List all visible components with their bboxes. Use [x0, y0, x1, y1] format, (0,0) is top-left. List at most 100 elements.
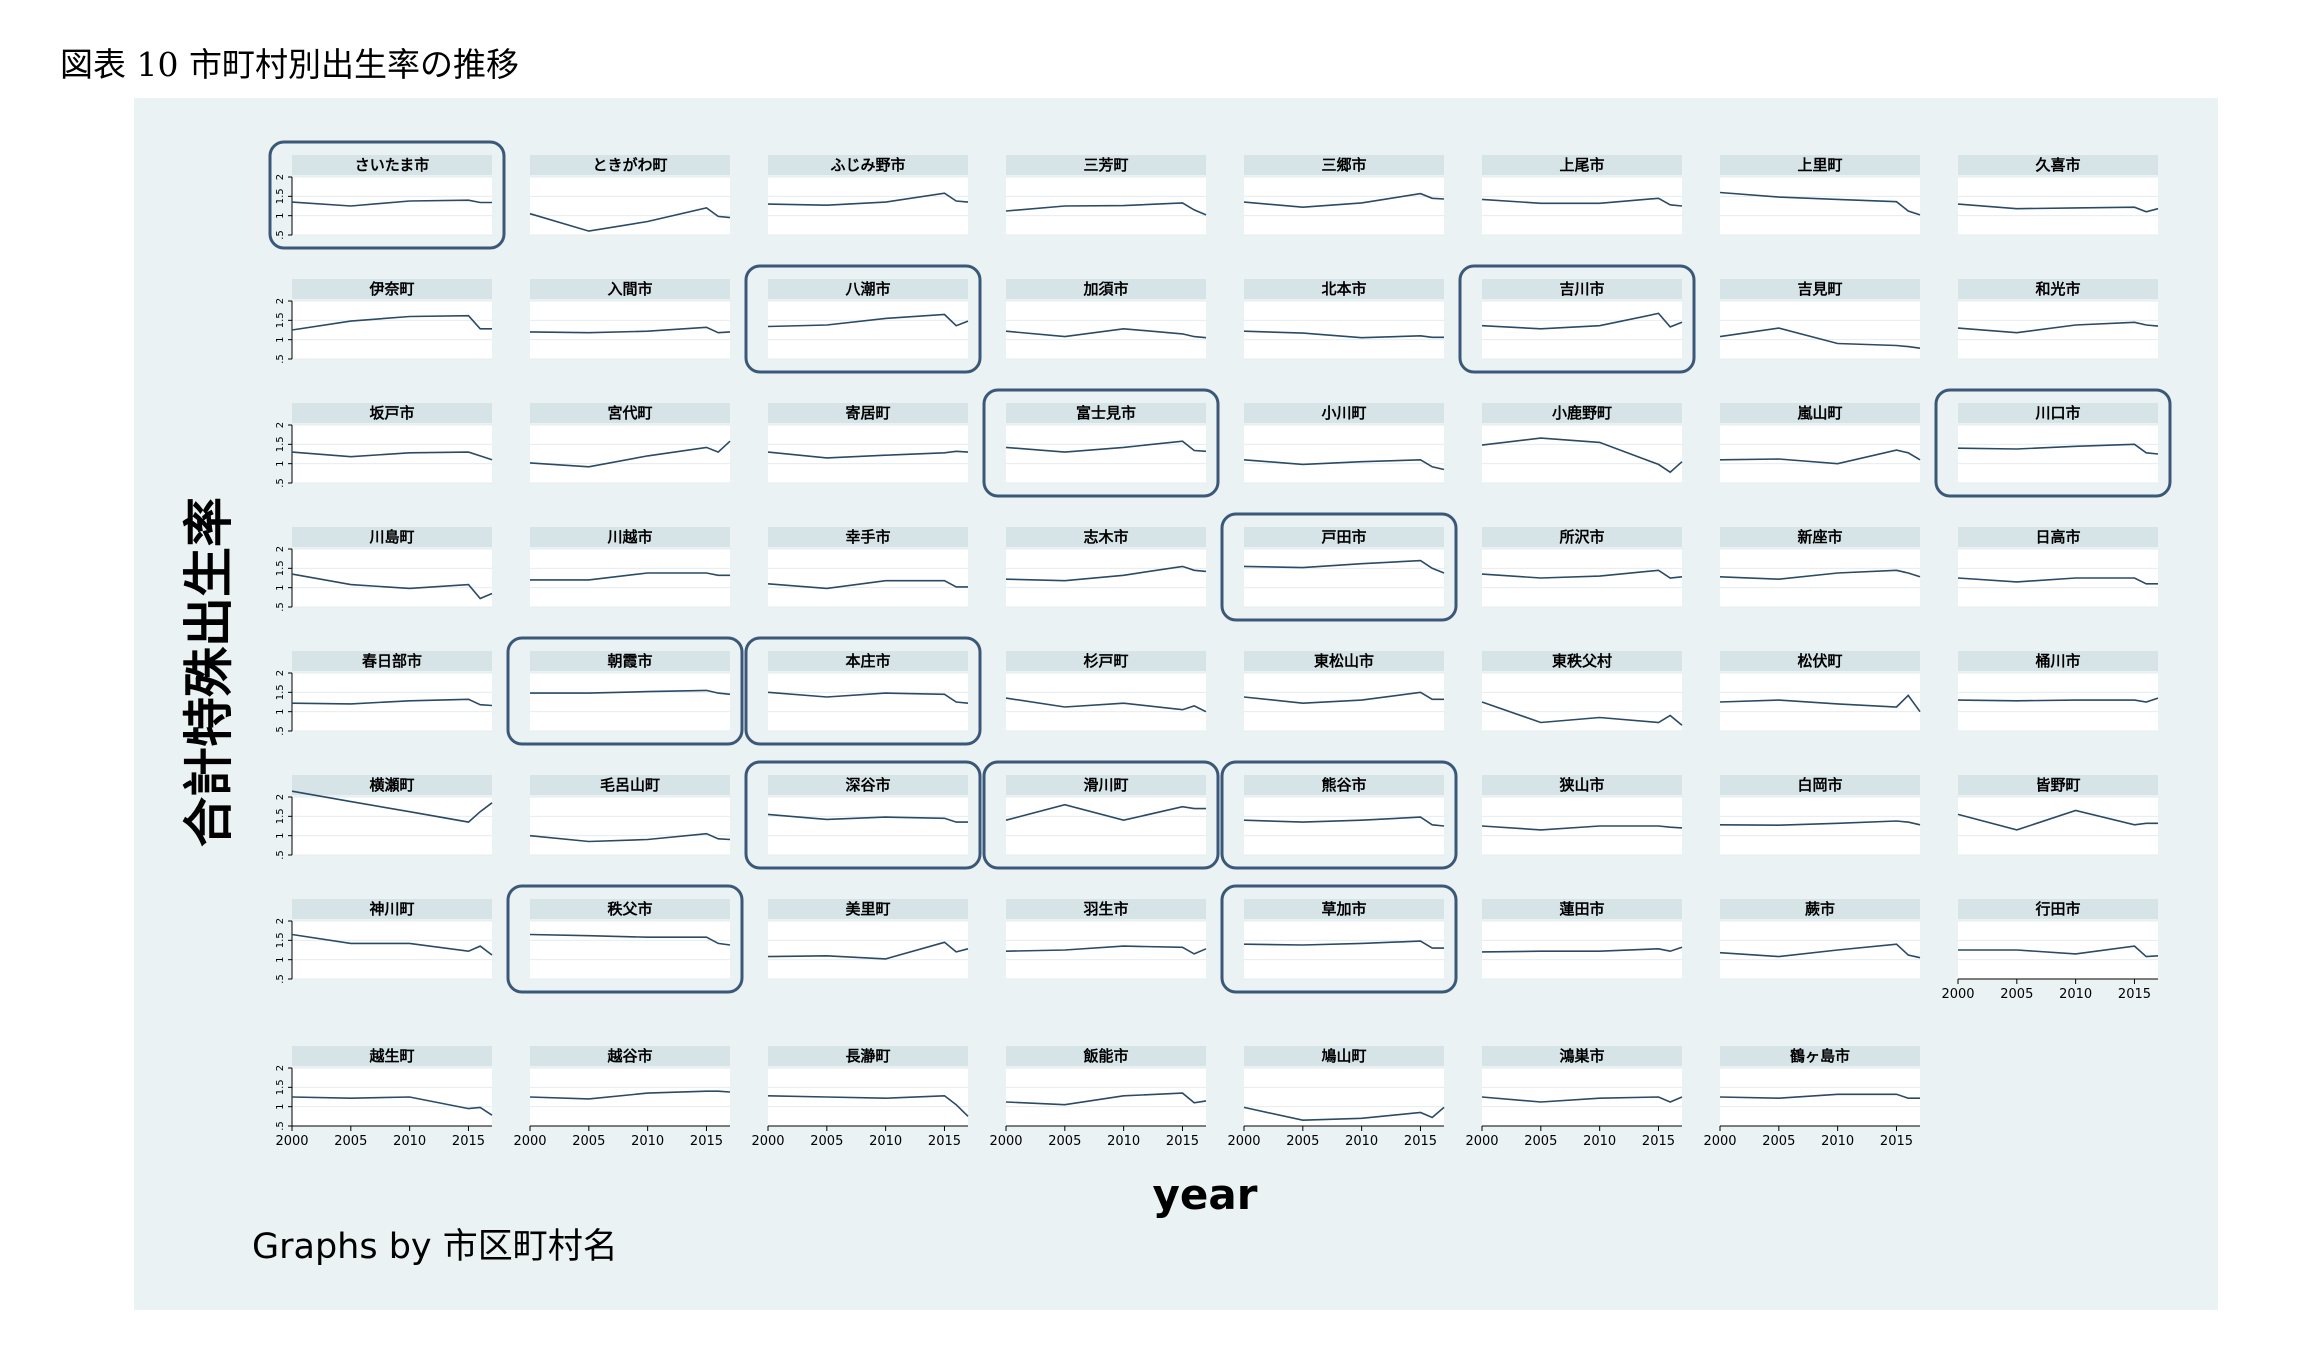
highlight-box — [268, 140, 506, 250]
facet-strip — [768, 279, 968, 299]
facet-title: 吉見町 — [1797, 280, 1842, 298]
facet-panel: 入間市 — [529, 279, 731, 360]
facet-strip — [1006, 279, 1206, 299]
facet-plot-area — [1720, 797, 1920, 855]
series-line — [1719, 449, 1921, 465]
figure-title: 図表 10 市町村別出生率の推移 — [60, 45, 519, 84]
facet-title: 戸田市 — [1321, 528, 1366, 546]
x-tick-label: 2010 — [631, 1134, 664, 1149]
facet-strip — [1958, 651, 2158, 671]
series-line — [529, 1090, 731, 1100]
facet-strip — [1958, 155, 2158, 175]
facet-strip — [292, 155, 492, 175]
facet-strip — [1958, 403, 2158, 423]
facet-plot-area — [530, 797, 730, 855]
series-line — [1005, 803, 1206, 822]
facet-title: 狭山市 — [1558, 776, 1604, 794]
series-line — [1005, 945, 1207, 955]
facet-strip — [1006, 527, 1206, 547]
y-tick-label: 1.5 — [275, 808, 286, 824]
facet-title: 秩父市 — [607, 900, 652, 918]
y-tick-label: .5 — [275, 726, 286, 736]
facet-plot-area — [768, 797, 968, 855]
facet-panel: 宮代町 — [529, 403, 731, 484]
y-tick-label: 2 — [275, 794, 286, 800]
facet-strip — [292, 279, 492, 299]
facet-title: 横瀬町 — [369, 776, 414, 794]
facet-plot-area — [1482, 425, 1682, 483]
facet-panel: 朝霞市 — [506, 636, 744, 746]
facet-strip — [768, 899, 968, 919]
facet-panel: 桶川市 — [1957, 651, 2159, 732]
facet-title: 伊奈町 — [368, 280, 414, 298]
series-line — [291, 573, 493, 600]
series-line — [1957, 809, 2158, 831]
series-line — [529, 832, 731, 843]
series-line — [1719, 1093, 1920, 1100]
facet-strip — [1244, 775, 1444, 795]
x-tick-label: 2005 — [572, 1134, 605, 1149]
facet-title: 深谷市 — [845, 776, 890, 794]
facet-plot-area — [1006, 549, 1206, 607]
y-tick-label: 2 — [275, 1065, 286, 1071]
facet-title: 鶴ヶ島市 — [1790, 1047, 1850, 1065]
facet-title: 宮代町 — [607, 404, 652, 422]
facet-title: 八潮市 — [844, 280, 890, 298]
facet-title: 小鹿野町 — [1552, 404, 1612, 422]
series-line — [767, 941, 969, 960]
series-line — [1243, 458, 1445, 471]
facet-title: 美里町 — [845, 900, 890, 918]
facet-strip — [1006, 1046, 1206, 1066]
facet-panel: さいたま市.511.52 — [268, 140, 506, 250]
highlight-box — [1934, 388, 2172, 498]
y-tick-label: .5 — [275, 602, 286, 612]
facet-strip — [768, 155, 968, 175]
facet-strip — [292, 775, 492, 795]
y-tick-label: 2 — [275, 918, 286, 924]
facet-title: 羽生市 — [1083, 900, 1128, 918]
x-tick-label: 2010 — [1821, 1134, 1854, 1149]
facet-plot-area — [1958, 797, 2158, 855]
facet-panel: ときがわ町 — [529, 155, 731, 236]
x-tick-label: 2010 — [1583, 1134, 1616, 1149]
facet-panel: 狭山市 — [1481, 775, 1683, 856]
facet-plot-area — [530, 177, 730, 235]
facet-title: 坂戸市 — [369, 404, 414, 422]
facet-plot-area — [1482, 301, 1682, 359]
series-line — [1481, 701, 1683, 726]
facet-title: 志木市 — [1083, 528, 1128, 546]
series-line — [1719, 191, 1921, 216]
facet-plot-area — [530, 673, 730, 731]
x-tick-label: 2005 — [334, 1134, 367, 1149]
facet-plot-area — [1720, 425, 1920, 483]
y-tick-label: .5 — [275, 974, 286, 984]
highlight-box — [744, 760, 982, 870]
facet-title: 所沢市 — [1559, 528, 1604, 546]
facet-strip — [1244, 527, 1444, 547]
facet-strip — [768, 1046, 968, 1066]
series-line — [1958, 945, 2159, 958]
y-tick-label: .5 — [275, 230, 286, 240]
facet-panel: 久喜市 — [1957, 155, 2159, 236]
facet-strip — [530, 527, 730, 547]
series-line — [1243, 559, 1445, 574]
y-tick-label: 2 — [275, 546, 286, 552]
y-tick-label: 2 — [275, 422, 286, 428]
x-tick-label: 2010 — [1345, 1134, 1378, 1149]
facet-plot-area — [530, 301, 730, 359]
facet-title: 本庄市 — [845, 652, 890, 670]
series-line — [530, 689, 731, 696]
facet-strip — [1244, 899, 1444, 919]
series-line — [291, 933, 493, 956]
highlight-box — [744, 264, 982, 374]
facet-title: 春日部市 — [362, 652, 422, 670]
x-tick-label: 2000 — [989, 1134, 1022, 1149]
facet-strip — [292, 1046, 492, 1066]
facet-panel: 羽生市 — [1005, 899, 1207, 980]
highlight-box — [1220, 512, 1458, 622]
facet-panel: 和光市 — [1957, 279, 2159, 360]
facet-title: 皆野町 — [2035, 776, 2080, 794]
y-tick-label: 1 — [275, 584, 286, 590]
